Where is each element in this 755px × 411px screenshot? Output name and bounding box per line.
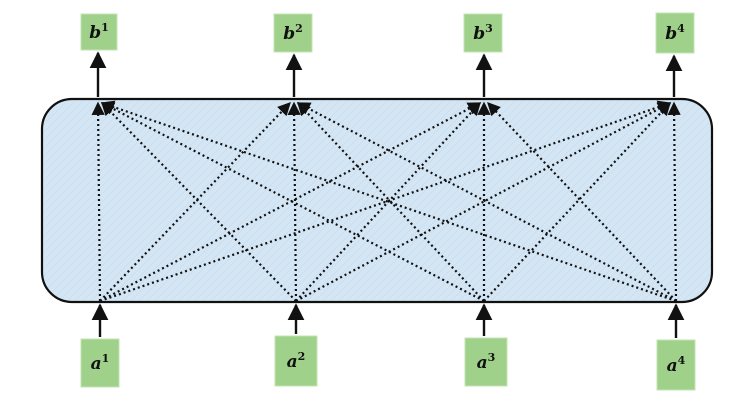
input-node-a4-label: a (667, 356, 678, 376)
output-node-b2-label: b (283, 24, 295, 44)
attention-edge-a3-b4 (483, 102, 671, 302)
attention-panel (40, 97, 714, 304)
attention-edge-a4-b1 (100, 100, 677, 303)
attention-edge-a1-b1 (91, 101, 105, 302)
input-node-a3-label: a (477, 353, 488, 373)
attention-edge-a3-b1 (100, 102, 485, 302)
svg-text:b3: b3 (473, 22, 493, 44)
input-node-a3: a3 (464, 337, 508, 387)
svg-text:b2: b2 (283, 22, 303, 44)
input-node-a1: a1 (80, 338, 120, 388)
svg-text:b4: b4 (665, 22, 685, 44)
svg-text:b1: b1 (89, 21, 109, 43)
svg-text:a3: a3 (477, 351, 496, 373)
input-arrows (91, 303, 685, 338)
output-node-b1-label: b (89, 23, 101, 43)
attention-edge-a1-b4 (99, 100, 672, 303)
attention-edges (91, 100, 681, 303)
attention-edge-a2-b4 (295, 102, 672, 302)
output-node-b3: b3 (463, 13, 503, 53)
output-node-b3-label: b (473, 24, 485, 44)
input-node-a1-label: a (91, 354, 102, 374)
output-node-b3-sup: 3 (485, 22, 493, 35)
output-node-b2-sup: 2 (295, 22, 303, 35)
input-node-a2-label: a (287, 352, 298, 372)
svg-text:a4: a4 (667, 354, 686, 376)
input-node-a1-sup: 1 (102, 352, 110, 365)
output-arrows (89, 51, 683, 97)
input-node-a2: a2 (274, 335, 318, 387)
attention-edge-a4-b2 (296, 102, 677, 302)
output-node-b4-sup: 4 (677, 22, 685, 35)
output-node-b1-sup: 1 (101, 21, 109, 34)
attention-edge-a2-b2 (287, 101, 301, 302)
svg-text:a1: a1 (91, 352, 110, 374)
attention-edge-a2-b3 (295, 102, 481, 302)
input-node-a4-sup: 4 (678, 354, 686, 367)
attention-edge-a4-b3 (487, 102, 677, 302)
input-node-a4: a4 (656, 339, 696, 391)
output-node-b2: b2 (273, 13, 313, 53)
input-node-a3-sup: 3 (488, 351, 496, 364)
output-node-b4: b4 (655, 12, 695, 54)
output-node-b4-label: b (665, 24, 677, 44)
output-node-b1: b1 (80, 13, 118, 51)
svg-text:a2: a2 (287, 350, 306, 372)
attention-edge-a1-b2 (99, 102, 291, 302)
attention-edge-a4-b4 (667, 101, 681, 302)
input-node-a2-sup: 2 (298, 350, 306, 363)
attention-edge-a1-b3 (99, 102, 482, 302)
attention-edge-a2-b1 (101, 102, 297, 302)
